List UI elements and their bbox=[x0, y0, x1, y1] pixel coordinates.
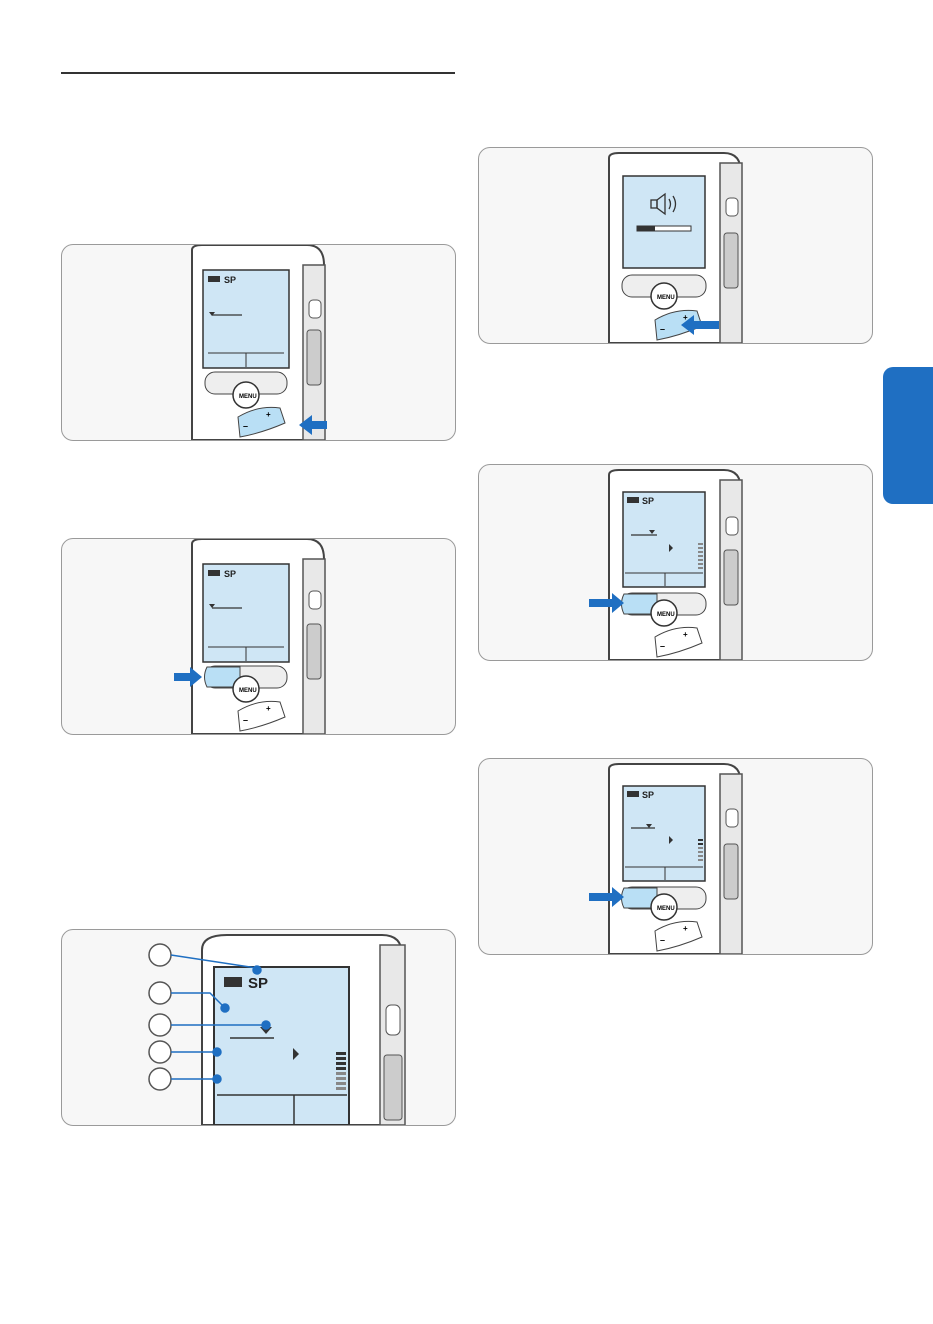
battery-icon bbox=[627, 791, 639, 797]
figure-panel-level-meter: SP MENU – + bbox=[478, 464, 873, 661]
device-screen bbox=[214, 967, 349, 1125]
menu-key-label: MENU bbox=[657, 906, 675, 912]
menu-key-label: MENU bbox=[657, 295, 675, 301]
minus-symbol: – bbox=[660, 324, 665, 334]
figure-panel-level-meter-low: SP MENU – + bbox=[478, 758, 873, 955]
mode-label: SP bbox=[224, 569, 236, 579]
mode-label: SP bbox=[248, 975, 268, 992]
plus-symbol: + bbox=[266, 704, 271, 713]
battery-icon bbox=[208, 276, 220, 282]
section-rule bbox=[61, 72, 455, 74]
figure-panel-minus: SP MENU – + bbox=[61, 244, 456, 441]
minus-symbol: – bbox=[660, 641, 665, 651]
menu-key-label: MENU bbox=[239, 688, 257, 694]
volume-bar-fill bbox=[637, 226, 655, 231]
minus-symbol: – bbox=[243, 421, 248, 431]
battery-icon bbox=[208, 570, 220, 576]
minus-symbol: – bbox=[243, 715, 248, 725]
menu-key-label: MENU bbox=[657, 612, 675, 618]
battery-icon bbox=[224, 977, 242, 987]
figure-panel-display-callouts: SP bbox=[61, 929, 456, 1126]
mode-label: SP bbox=[224, 275, 236, 285]
battery-icon bbox=[627, 497, 639, 503]
mode-label: SP bbox=[642, 790, 654, 800]
plus-symbol: + bbox=[266, 410, 271, 419]
plus-symbol: + bbox=[683, 630, 688, 639]
plus-symbol: + bbox=[683, 924, 688, 933]
minus-symbol: – bbox=[660, 935, 665, 945]
device-illustration: SP MENU – + bbox=[192, 245, 325, 440]
menu-key-label: MENU bbox=[239, 394, 257, 400]
device-screen bbox=[623, 176, 705, 268]
side-tab bbox=[883, 367, 933, 504]
mode-label: SP bbox=[642, 496, 654, 506]
figure-panel-function-key: SP MENU – + bbox=[61, 538, 456, 735]
figure-panel-volume: MENU – + bbox=[478, 147, 873, 344]
